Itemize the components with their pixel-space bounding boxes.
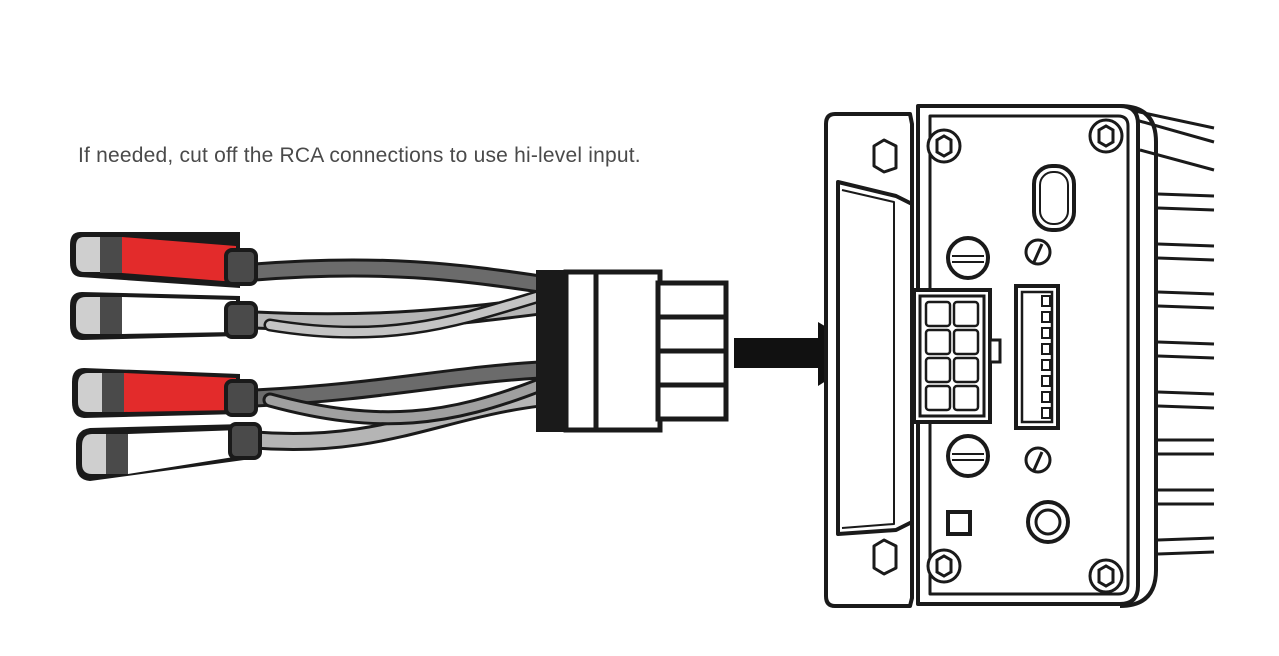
screw-top-right-icon <box>1088 118 1124 154</box>
screw-top-left-icon <box>926 128 962 164</box>
remote-jack-icon <box>1026 500 1070 544</box>
terminal-block <box>1014 284 1060 430</box>
screw-bottom-left-icon <box>926 548 962 584</box>
trimmer-top-icon <box>1024 238 1052 266</box>
gain-knob-bottom-icon <box>946 434 990 478</box>
amplifier-panel <box>912 118 1124 594</box>
rca-plug-red-bottom <box>72 368 258 418</box>
screw-bottom-right-icon <box>1088 558 1124 594</box>
wire-bundle <box>245 258 550 452</box>
rca-plug-white-top <box>70 292 258 340</box>
heatsink-fins <box>1129 108 1215 556</box>
harness-connector <box>536 269 729 433</box>
rca-plug-red-top <box>70 232 258 288</box>
instruction-caption: If needed, cut off the RCA connections t… <box>78 144 641 167</box>
status-led-icon <box>946 510 972 536</box>
rca-plug-white-bottom <box>76 422 262 481</box>
trimmer-bottom-icon <box>1024 446 1052 474</box>
gain-knob-top-icon <box>946 236 990 280</box>
harness-socket <box>912 288 1002 424</box>
